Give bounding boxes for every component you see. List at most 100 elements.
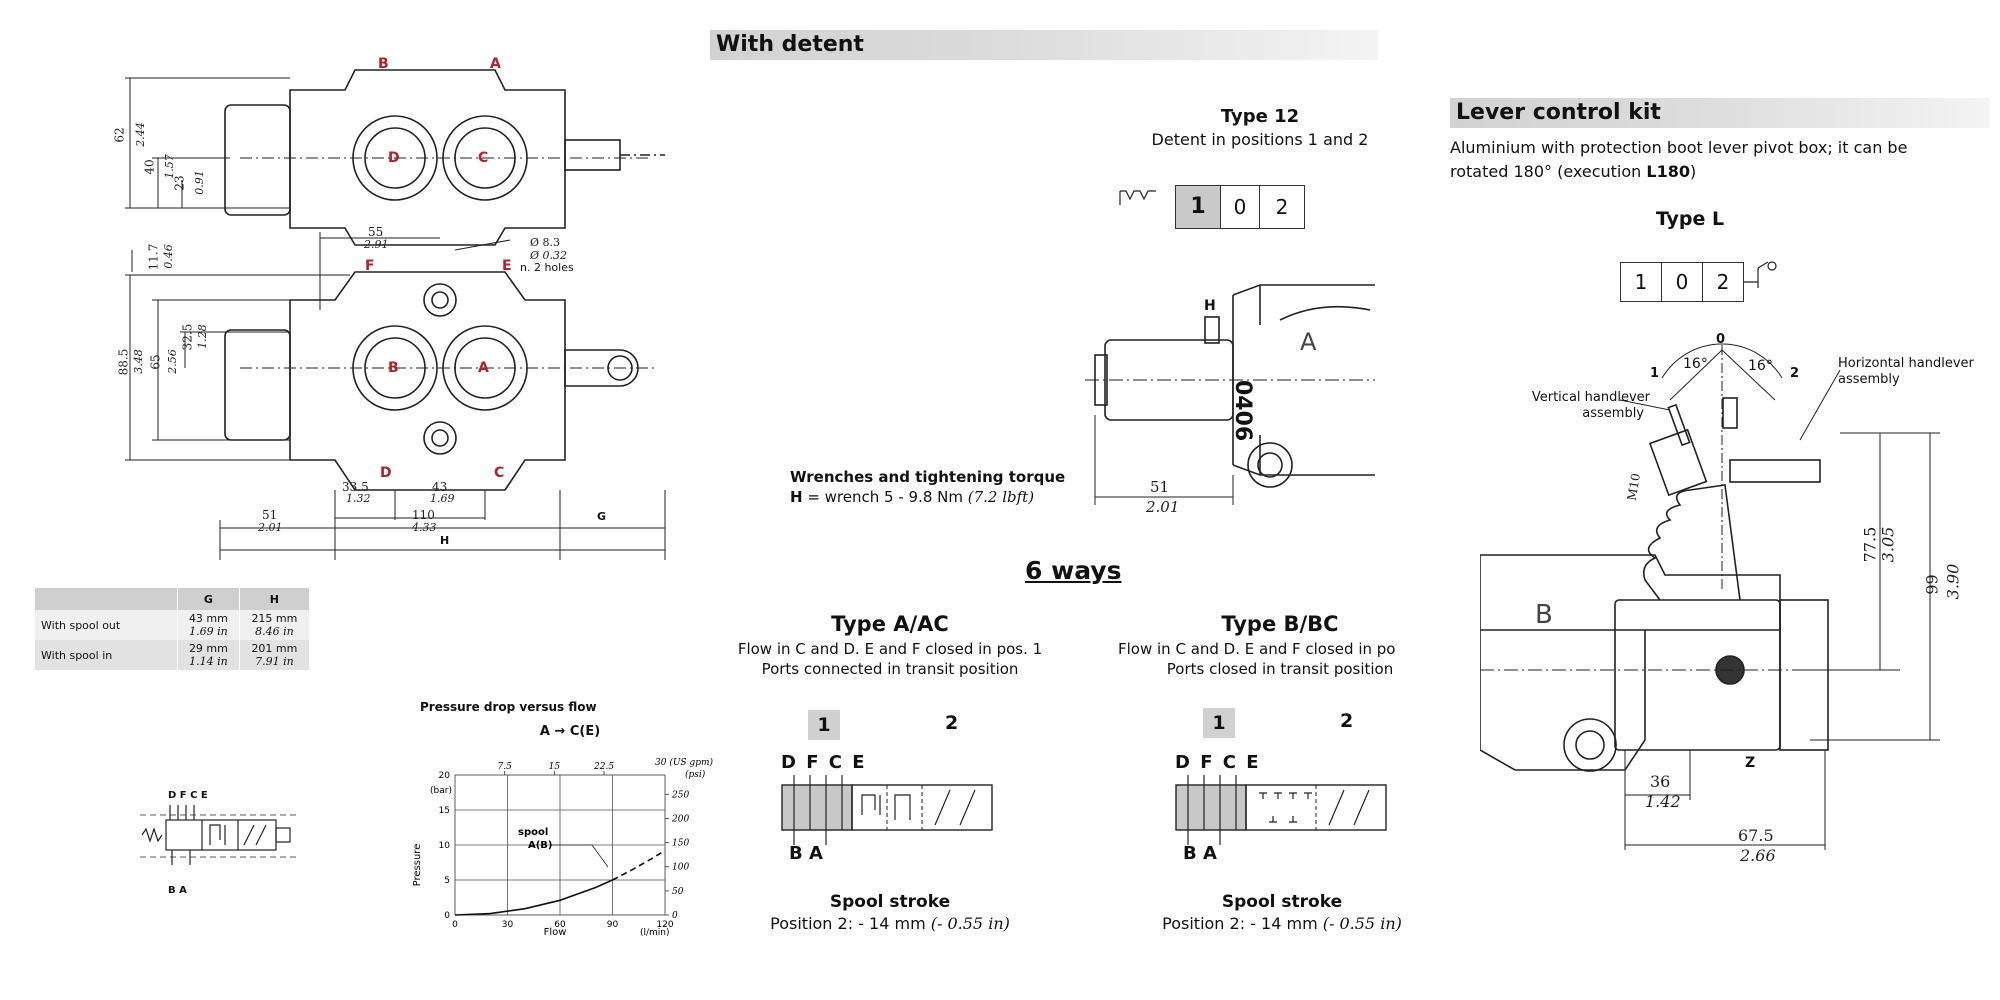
type12-subtitle: Detent in positions 1 and 2 [1151, 130, 1369, 149]
typeA-pos-1: 1 [808, 710, 840, 740]
typeB-stroke: Position 2: - 14 mm (- 0.55 in) [1162, 914, 1402, 933]
lever-handle-icon [1744, 261, 1777, 288]
psi-unit: (psi) [685, 769, 706, 780]
lever-dim-36: 36 [1650, 772, 1671, 791]
psi-tick-label: 250 [671, 790, 689, 800]
y-tick-label: 15 [439, 806, 450, 816]
type12-pos-2: 2 [1259, 185, 1305, 229]
typeA-stroke: Position 2: - 14 mm (- 0.55 in) [770, 914, 1010, 933]
y-axis-label: Pressure [412, 844, 423, 887]
port-e-label: E [502, 258, 512, 274]
x-tick-label: 0 [452, 920, 458, 930]
dim-88-5-in: 3.48 [131, 349, 145, 374]
bar-unit: (bar) [430, 786, 452, 796]
x-tick-label: 120 [656, 920, 673, 930]
dim-51: 51 [262, 508, 278, 522]
x-unit: (l/min) [640, 928, 670, 938]
psi-tick-label: 50 [672, 887, 684, 897]
x-tick-label: 90 [607, 920, 619, 930]
port-f-label: F [365, 258, 375, 274]
dim-43: 43 [432, 480, 448, 494]
lever-dim-36-in: 1.42 [1645, 792, 1681, 811]
typeB-line2: Ports closed in transit position [1166, 660, 1394, 678]
lever-dim-67-5-in: 2.66 [1740, 846, 1776, 865]
hole-count: n. 2 holes [520, 261, 574, 274]
dim-51-in: 2.01 [258, 521, 283, 534]
typeA-line1: Flow in C and D. E and F closed in pos. … [737, 640, 1043, 658]
dim-65: 65 [148, 354, 163, 370]
series-line-solid [454, 879, 613, 916]
typeB-bottom-ports: B A [1183, 843, 1217, 864]
x-tick-label: 60 [554, 920, 566, 930]
series-line-dashed [612, 849, 666, 881]
detent-dim-51: 51 [1150, 478, 1170, 496]
port-c-label: C [478, 150, 489, 166]
dim-40: 40 [142, 159, 157, 175]
dim-43-in: 1.69 [430, 492, 455, 505]
dim-g: G [597, 510, 607, 523]
typeL-pos-2: 2 [1702, 262, 1744, 302]
chart-subtitle: A → C(E) [539, 724, 601, 739]
horizontal-handlever-label-1: Horizontal handlever [1838, 356, 1974, 371]
port-c2-label: C [494, 465, 505, 481]
lever-z-label: Z [1745, 755, 1756, 771]
dim-110: 110 [412, 508, 435, 522]
table-header-h: H [239, 588, 311, 610]
typeA-spool-symbol [781, 775, 993, 845]
lever-dim-99-in: 3.90 [1943, 563, 1963, 600]
table-header-blank [35, 588, 178, 610]
psi-tick-label: 100 [672, 863, 689, 873]
lever-desc-line1: Aluminium with protection boot lever piv… [1450, 138, 1908, 157]
pressure-flow-chart: Pressure (bar) (psi) 30 (US gpm) Flow (l… [412, 757, 713, 938]
typeL-pos-1: 1 [1620, 262, 1662, 302]
typeA-stroke-title: Spool stroke [829, 892, 951, 912]
typeA-pos-2: 2 [945, 712, 959, 734]
typeB-title: Type B/BC [1221, 612, 1339, 636]
typeB-stroke-title: Spool stroke [1221, 892, 1343, 912]
vertical-handlever-label-1: Vertical handlever [1531, 390, 1650, 405]
lever-dim-77-5-in: 3.05 [1878, 526, 1898, 563]
gpm-unit: 30 (US gpm) [655, 757, 713, 768]
dim-62-in: 2.44 [133, 122, 147, 147]
detent-dim-51-in: 2.01 [1146, 498, 1180, 516]
type12-pos-0: 0 [1220, 185, 1260, 229]
typeA-line2: Ports connected in transit position [761, 660, 1019, 678]
typeL-pos-0: 0 [1661, 262, 1703, 302]
dim-55-in: 2.91 [364, 238, 389, 251]
gpm-tick-label: 22.5 [593, 762, 614, 772]
vertical-handlever-label-2: assembly [1582, 406, 1644, 421]
typeA-top-ports: D F C E [781, 752, 867, 773]
port-b2-label: B [388, 360, 399, 376]
detent-section-drawing [1085, 284, 1375, 505]
row-label: With spool in [35, 640, 178, 670]
port-a-label: A [490, 56, 501, 72]
small-symbol-top-ports: D F C E [168, 790, 208, 801]
typeB-spool-symbol [1175, 775, 1387, 845]
port-d-label: D [388, 150, 400, 166]
lever-assembly-drawing [1480, 343, 1940, 850]
typeA-title: Type A/AC [831, 612, 949, 636]
lever-dim-67-5: 67.5 [1738, 826, 1774, 845]
y-tick-label: 20 [439, 771, 451, 781]
lever-angle-2: 16° [1748, 358, 1773, 374]
dim-11-7: 11.7 [146, 243, 161, 271]
with-detent-header: With detent [710, 30, 1378, 60]
dim-62: 62 [112, 127, 127, 143]
typeB-top-ports: D F C E [1175, 752, 1261, 773]
dim-32-5: 32.5 [180, 323, 195, 351]
dim-110-in: 4.33 [412, 521, 437, 534]
type12-title: Type 12 [1220, 106, 1300, 127]
lever-port-b-mark: B [1535, 600, 1553, 630]
y-tick-label: 0 [444, 911, 450, 921]
lever-pos-0: 0 [1716, 332, 1726, 347]
wrench-text: H = wrench 5 - 9.8 Nm (7.2 lbft) [790, 488, 1035, 506]
y-tick-label: 10 [439, 841, 451, 851]
six-ways-heading: 6 ways [1025, 556, 1122, 585]
gpm-tick-label: 7.5 [498, 762, 513, 772]
small-valve-symbol [140, 805, 300, 865]
detent-port-a-mark: A [1300, 328, 1317, 356]
dim-33-5: 33.5 [342, 480, 369, 494]
lever-dim-77-5: 77.5 [1860, 526, 1880, 563]
